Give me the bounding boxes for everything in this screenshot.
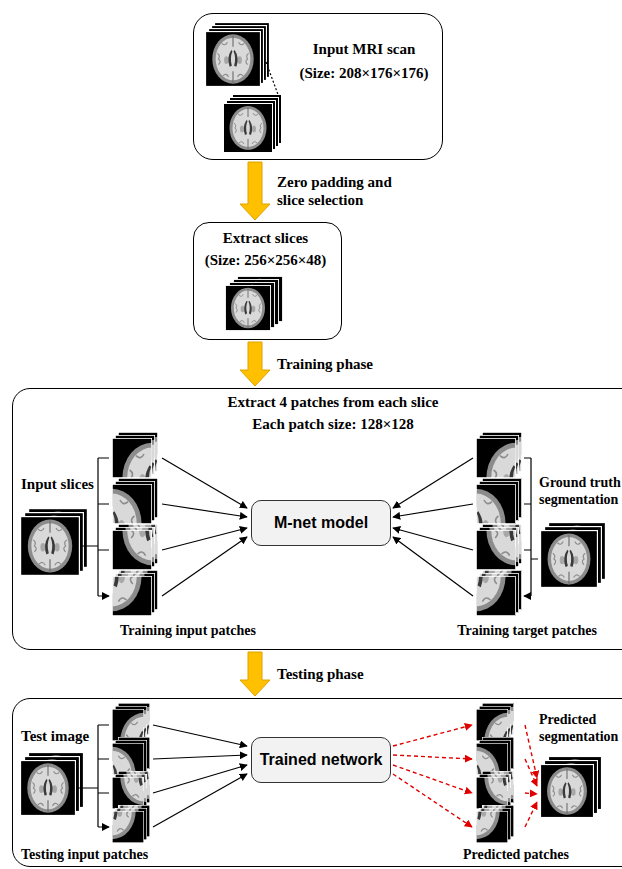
node-text: Input MRI scan <box>294 40 434 58</box>
node-text: Predicted patches <box>441 847 591 864</box>
training-input-images <box>20 432 247 616</box>
network-box: Trained network <box>251 737 391 783</box>
node-text: (Size: 208×176×176) <box>294 64 434 82</box>
node-text: Extract slices <box>194 229 337 247</box>
node-text: (Size: 256×256×48) <box>194 251 337 269</box>
arrow-label: Testing phase <box>275 665 404 683</box>
training-target-images <box>393 432 606 616</box>
arrow-label: Zero padding and slice selection <box>275 173 404 209</box>
flow-arrow <box>240 652 270 696</box>
flow-arrow <box>240 342 270 386</box>
node-text: M-net model <box>274 514 368 532</box>
flow-arrow <box>240 162 270 220</box>
node-text: Testing input patches <box>21 847 191 864</box>
node-text: Extract 4 patches from each slice <box>173 393 493 411</box>
arrow-label: Training phase <box>275 355 404 373</box>
testing-images <box>20 703 602 843</box>
model-box: M-net model <box>251 500 391 546</box>
testing-panel: Test image Predicted segmentationTesting … <box>12 698 622 867</box>
node-text: Each patch size: 128×128 <box>173 415 493 433</box>
node-text: Test image <box>21 727 121 745</box>
slices-box: Extract slices (Size: 256×256×48) <box>193 222 342 340</box>
training-panel: Extract 4 patches from each sliceEach pa… <box>12 388 622 650</box>
node-text: Ground truth segmentation <box>539 475 622 509</box>
node-text: Input slices <box>21 475 121 493</box>
mri-stack <box>205 22 282 153</box>
node-text: Training target patches <box>437 623 617 640</box>
node-text: Predicted segmentation <box>539 712 622 746</box>
node-text: Training input patches <box>103 623 273 640</box>
input-box: Input MRI scan (Size: 208×176×176) <box>193 13 443 160</box>
slice-stack <box>225 276 283 331</box>
node-text: Trained network <box>260 751 383 769</box>
